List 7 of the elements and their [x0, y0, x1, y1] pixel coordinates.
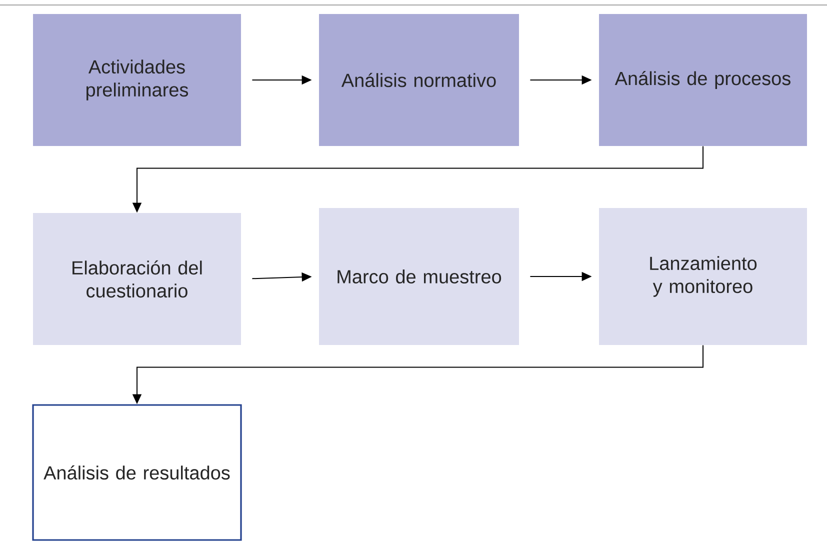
process-box: Análisis de procesos: [599, 14, 807, 146]
process-box: Análisis normativo: [319, 14, 519, 146]
process-box: Lanzamiento y monitoreo: [599, 208, 807, 345]
process-box: Elaboración del cuestionario: [33, 213, 241, 345]
process-box: Marco de muestreo: [319, 208, 519, 345]
process-box: Análisis de resultados: [32, 404, 242, 541]
process-box: Actividades preliminares: [33, 14, 241, 146]
